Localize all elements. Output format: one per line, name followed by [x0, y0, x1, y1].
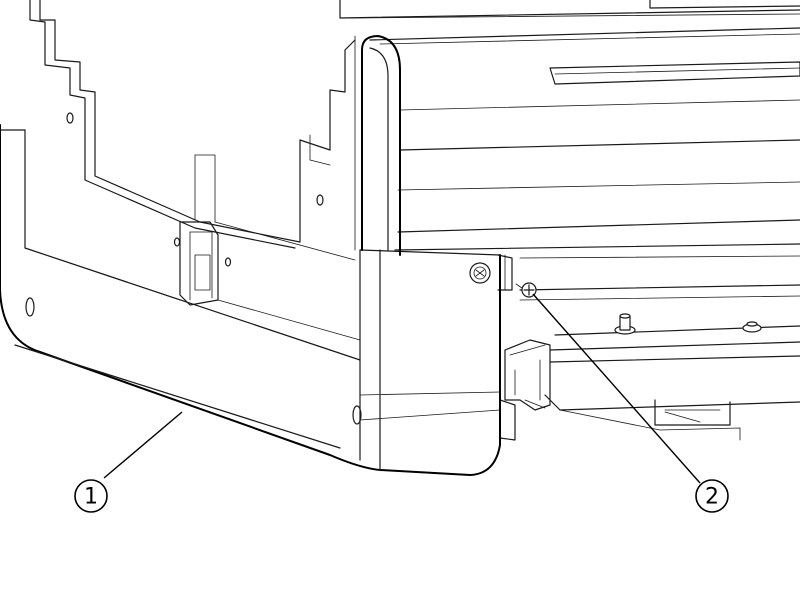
hole-icon — [66, 112, 74, 124]
device-body — [339, 0, 800, 441]
bolt-right — [742, 321, 762, 333]
callout-1: 1 — [74, 411, 183, 513]
front-cover-panel — [0, 0, 501, 476]
hole-icon — [224, 257, 232, 267]
callout-2-label: 2 — [705, 485, 719, 510]
callout-1-label: 1 — [84, 485, 98, 510]
screw-washer — [469, 262, 491, 284]
hole-icon — [173, 237, 181, 247]
hole-icon — [352, 405, 362, 425]
phillips-screw-icon — [515, 282, 537, 298]
hole-icon — [316, 194, 324, 206]
callout-2: 2 — [532, 293, 729, 513]
hole-icon — [25, 297, 35, 317]
bolt-left — [614, 313, 636, 335]
